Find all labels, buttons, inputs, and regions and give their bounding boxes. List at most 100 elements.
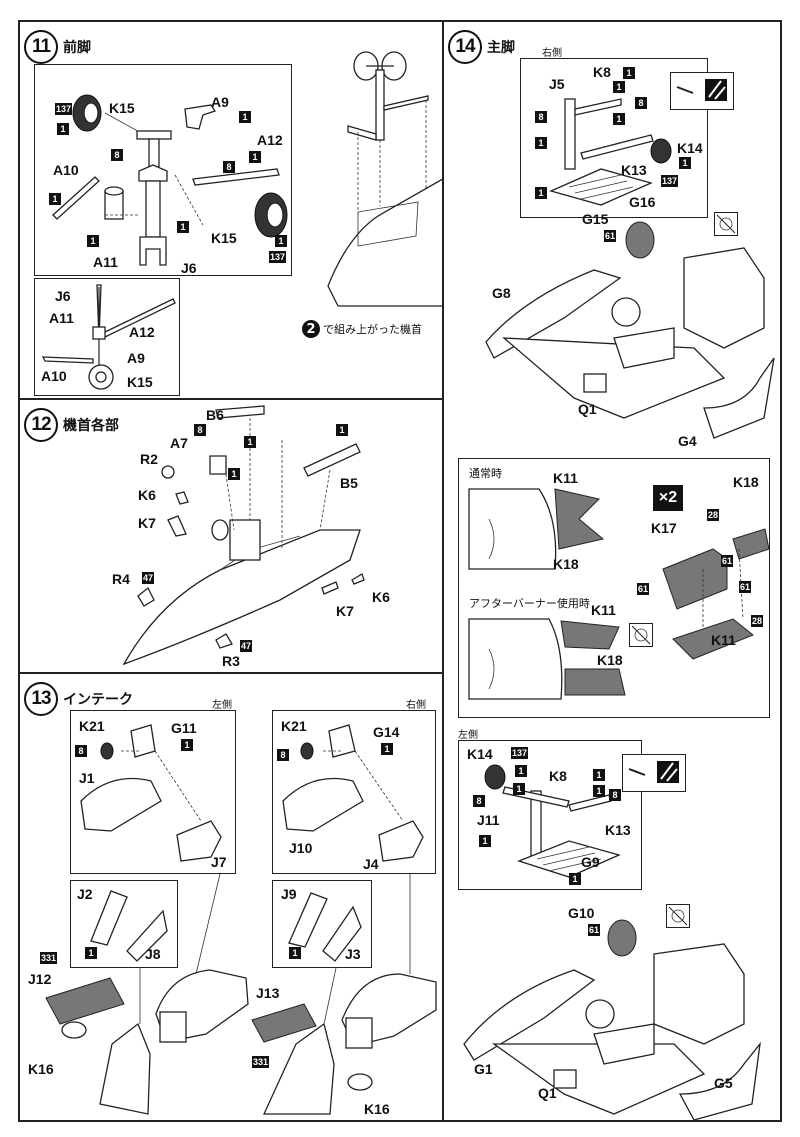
label-K11-b: K11 — [591, 602, 616, 618]
quantity-badge: ×2 — [653, 485, 683, 511]
label-K15-b: K15 — [211, 230, 237, 246]
paint-1: 1 — [244, 436, 256, 448]
side-label-left: 左側 — [212, 700, 232, 711]
label-G8: G8 — [492, 285, 511, 301]
paint-137: 137 — [661, 175, 679, 187]
step-number: 14 — [448, 30, 482, 64]
left-intake-box: K21 G11 1 8 J1 J7 — [70, 710, 236, 874]
nose-fuselage-art — [327, 51, 449, 307]
afterburner-exhaust-art — [468, 618, 626, 700]
paint-1: 1 — [381, 743, 393, 755]
right-main-gear-box: K8 1 J5 1 8 8 1 1 K14 1 K13 137 1 G16 — [520, 58, 708, 218]
right-intake-box: K21 G14 1 8 J10 J4 — [272, 710, 436, 874]
right-wing-bay-art — [485, 221, 775, 439]
afterburner-mode-label: アフターバーナー使用時 — [469, 597, 590, 610]
label-K21-right: K21 — [281, 718, 307, 734]
step-14-panel: 14 主脚 右側 K8 1 J5 1 8 8 1 1 K14 1 K13 — [442, 20, 782, 1122]
label-J10: J10 — [289, 840, 313, 856]
brush-icon — [628, 761, 679, 783]
paint-8: 8 — [535, 111, 547, 123]
normal-mode-label: 通常時 — [469, 467, 502, 480]
label-J7: J7 — [211, 854, 227, 870]
nose-parts-art — [122, 405, 365, 666]
label-J6: J6 — [181, 260, 197, 276]
left-wing-bay-art — [463, 919, 761, 1121]
exhaust-detail-box: 通常時 K11 K18 アフターバーナー使用時 K11 K18 ×2 — [458, 458, 770, 718]
paint-1: 1 — [177, 221, 189, 233]
paint-137: 137 — [269, 251, 287, 263]
paint-137: 137 — [511, 747, 529, 759]
label-K13: K13 — [621, 162, 647, 178]
label-R3: R3 — [222, 653, 240, 669]
paint-61: 61 — [637, 583, 650, 595]
label-K8: K8 — [593, 64, 611, 80]
label-J11: J11 — [477, 812, 500, 828]
step-13-header: 13 インテーク — [24, 682, 133, 716]
step-11-note: 2 で組み上がった機首 — [302, 320, 422, 338]
label-J6-b: J6 — [55, 288, 71, 304]
step-14-header: 14 主脚 — [448, 30, 515, 64]
ref-step-number: 2 — [302, 320, 320, 338]
right-intake-art — [282, 724, 424, 862]
brush-icon — [676, 79, 727, 101]
right-duct-box: J9 1 J3 — [272, 880, 372, 968]
label-J9: J9 — [281, 886, 297, 902]
side-label-left: 左側 — [458, 730, 478, 741]
paint-8: 8 — [473, 795, 485, 807]
label-K6-a: K6 — [138, 487, 156, 503]
step-13-panel: 13 インテーク 左側 右側 K21 G11 1 8 J1 J7 — [18, 672, 444, 1122]
paint-1: 1 — [87, 235, 99, 247]
label-G10: G10 — [568, 905, 595, 921]
paint-61: 61 — [739, 581, 752, 593]
paint-1: 1 — [479, 835, 491, 847]
label-J13: J13 — [256, 985, 280, 1001]
paint-28: 28 — [707, 509, 720, 521]
label-K14-b: K14 — [467, 746, 493, 762]
label-B6: B6 — [206, 407, 224, 423]
paint-1: 1 — [239, 111, 251, 123]
paint-1: 1 — [249, 151, 261, 163]
left-duct-art — [90, 890, 168, 962]
paint-8: 8 — [223, 161, 235, 173]
label-J2: J2 — [77, 886, 93, 902]
hidden-view-icon — [714, 212, 738, 236]
eye-icon — [631, 625, 651, 645]
step-number: 11 — [24, 30, 58, 64]
label-R2: R2 — [140, 451, 158, 467]
eye-icon — [716, 214, 736, 234]
label-K7-a: K7 — [138, 515, 156, 531]
nose-gear-exploded-box: 137 K15 1 A9 1 A12 8 1 8 A10 1 1 1 K15 1… — [34, 64, 292, 276]
paint-8: 8 — [75, 745, 87, 757]
eye-icon — [668, 906, 688, 926]
normal-exhaust-art — [468, 488, 605, 570]
paint-331: 331 — [252, 1056, 270, 1068]
label-G11: G11 — [171, 720, 197, 736]
hidden-view-icon — [666, 904, 690, 928]
paint-1: 1 — [623, 67, 635, 79]
paint-8: 8 — [635, 97, 647, 109]
label-K18-b: K18 — [597, 652, 623, 668]
label-K7-b: K7 — [336, 603, 354, 619]
paint-1: 1 — [85, 947, 97, 959]
hidden-view-icon — [629, 623, 653, 647]
paint-8: 8 — [609, 789, 621, 801]
label-R4: R4 — [112, 571, 130, 587]
label-J12: J12 — [28, 971, 52, 987]
left-duct-box: J2 1 J8 — [70, 880, 178, 968]
paint-1: 1 — [289, 947, 301, 959]
right-main-gear-art — [549, 98, 672, 206]
paint-331: 331 — [40, 952, 58, 964]
label-G16: G16 — [629, 194, 656, 210]
label-K21-left: K21 — [79, 718, 105, 734]
paint-1: 1 — [569, 873, 581, 885]
nose-gear-assembled-art — [41, 284, 176, 390]
label-K16-left: K16 — [28, 1061, 54, 1077]
label-A11-b: A11 — [49, 310, 74, 326]
left-main-gear-box: K14 137 1 K8 1 1 1 8 8 J11 K13 1 G9 1 — [458, 740, 642, 890]
step-number: 13 — [24, 682, 58, 716]
label-A9: A9 — [211, 94, 229, 110]
side-label-right: 右側 — [406, 700, 426, 711]
label-G5: G5 — [714, 1075, 733, 1091]
paint-1: 1 — [336, 424, 348, 436]
